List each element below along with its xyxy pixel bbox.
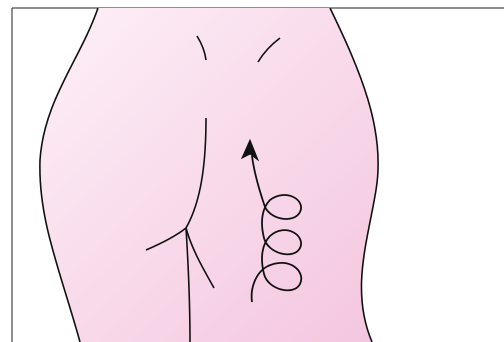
body-silhouette	[40, 8, 378, 342]
